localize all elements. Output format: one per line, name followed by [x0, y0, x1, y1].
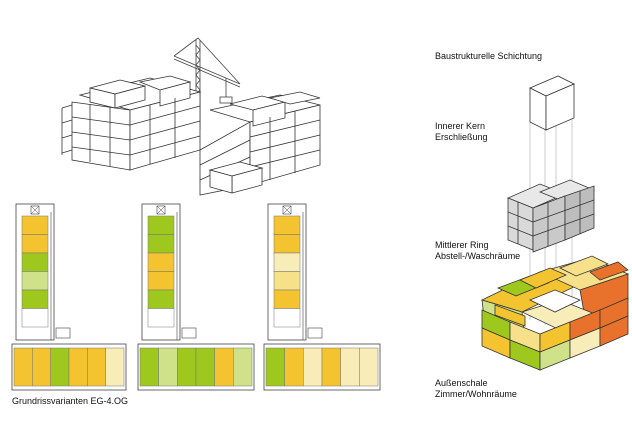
plan-room-cell — [214, 347, 234, 387]
middle-ring-label: Mittlerer Ring Abstell-/Waschräume — [435, 240, 520, 262]
plan-room-cell — [273, 234, 301, 254]
middle-ring-label-line2: Abstell-/Waschräume — [435, 251, 521, 261]
inner-core-label: Innerer Kern Erschließung — [435, 121, 488, 143]
floor-plan-variants — [11, 203, 381, 391]
plan-room-cell — [265, 347, 285, 387]
inner-core-cube — [529, 75, 575, 131]
stair-icon — [156, 205, 166, 215]
plan-room-cell — [105, 347, 125, 387]
plan-room-cell — [273, 289, 301, 309]
inner-core-label-line1: Innerer Kern — [435, 121, 486, 131]
floor-plan-1 — [11, 203, 127, 391]
outer-shell-label-line2: Zimmer/Wohnräume — [435, 389, 517, 399]
outer-shell-label: Außenschale Zimmer/Wohnräume — [435, 378, 517, 400]
plan-room-cell — [284, 347, 304, 387]
core-box — [307, 327, 323, 339]
plan-room-cell — [21, 234, 49, 254]
plan-room-cell — [321, 347, 341, 387]
outer-shell-label-line1: Außenschale — [435, 378, 488, 388]
plan-room-cell — [50, 347, 70, 387]
building-axonometric — [61, 37, 321, 196]
plan-room-cell — [340, 347, 360, 387]
plan-room-cell — [158, 347, 178, 387]
floor-plan-3 — [263, 203, 381, 391]
plan-room-cell — [21, 271, 49, 291]
crane-icon — [173, 37, 241, 130]
plan-room-cell — [139, 347, 159, 387]
layer-diagram-title: Baustrukturelle Schichtung — [435, 51, 543, 61]
plan-room-cell — [359, 347, 379, 387]
plan-room-cell — [21, 252, 49, 272]
plan-room-cell — [273, 252, 301, 272]
plan-room-cell — [147, 308, 175, 328]
plan-room-cell — [177, 347, 197, 387]
plan-room-cell — [21, 289, 49, 309]
plan-room-cell — [147, 271, 175, 291]
plan-room-cell — [13, 347, 33, 387]
stair-icon — [282, 205, 292, 215]
floor-plan-2 — [137, 203, 255, 391]
plan-room-cell — [68, 347, 88, 387]
plan-room-cell — [147, 215, 175, 235]
floor-plan-caption: Grundrissvarianten EG-4.OG — [12, 396, 129, 406]
plan-room-cell — [21, 308, 49, 328]
plan-room-cell — [273, 271, 301, 291]
plan-room-cell — [233, 347, 253, 387]
plan-room-cell — [303, 347, 323, 387]
core-box — [181, 327, 197, 339]
plan-room-cell — [87, 347, 106, 387]
stair-icon — [30, 205, 40, 215]
inner-core-label-line2: Erschließung — [435, 132, 488, 142]
plan-room-cell — [147, 252, 175, 272]
middle-ring-blocks — [506, 179, 596, 253]
plan-room-cell — [147, 289, 175, 309]
plan-room-cell — [273, 215, 301, 235]
plan-room-cell — [147, 234, 175, 254]
plan-room-cell — [32, 347, 51, 387]
layer-diagram — [480, 75, 630, 371]
middle-ring-label-line1: Mittlerer Ring — [435, 240, 489, 250]
plan-room-cell — [273, 308, 301, 328]
outer-shell-blocks — [480, 255, 630, 371]
core-box — [55, 327, 71, 339]
plan-room-cell — [195, 347, 215, 387]
plan-room-cell — [21, 215, 49, 235]
